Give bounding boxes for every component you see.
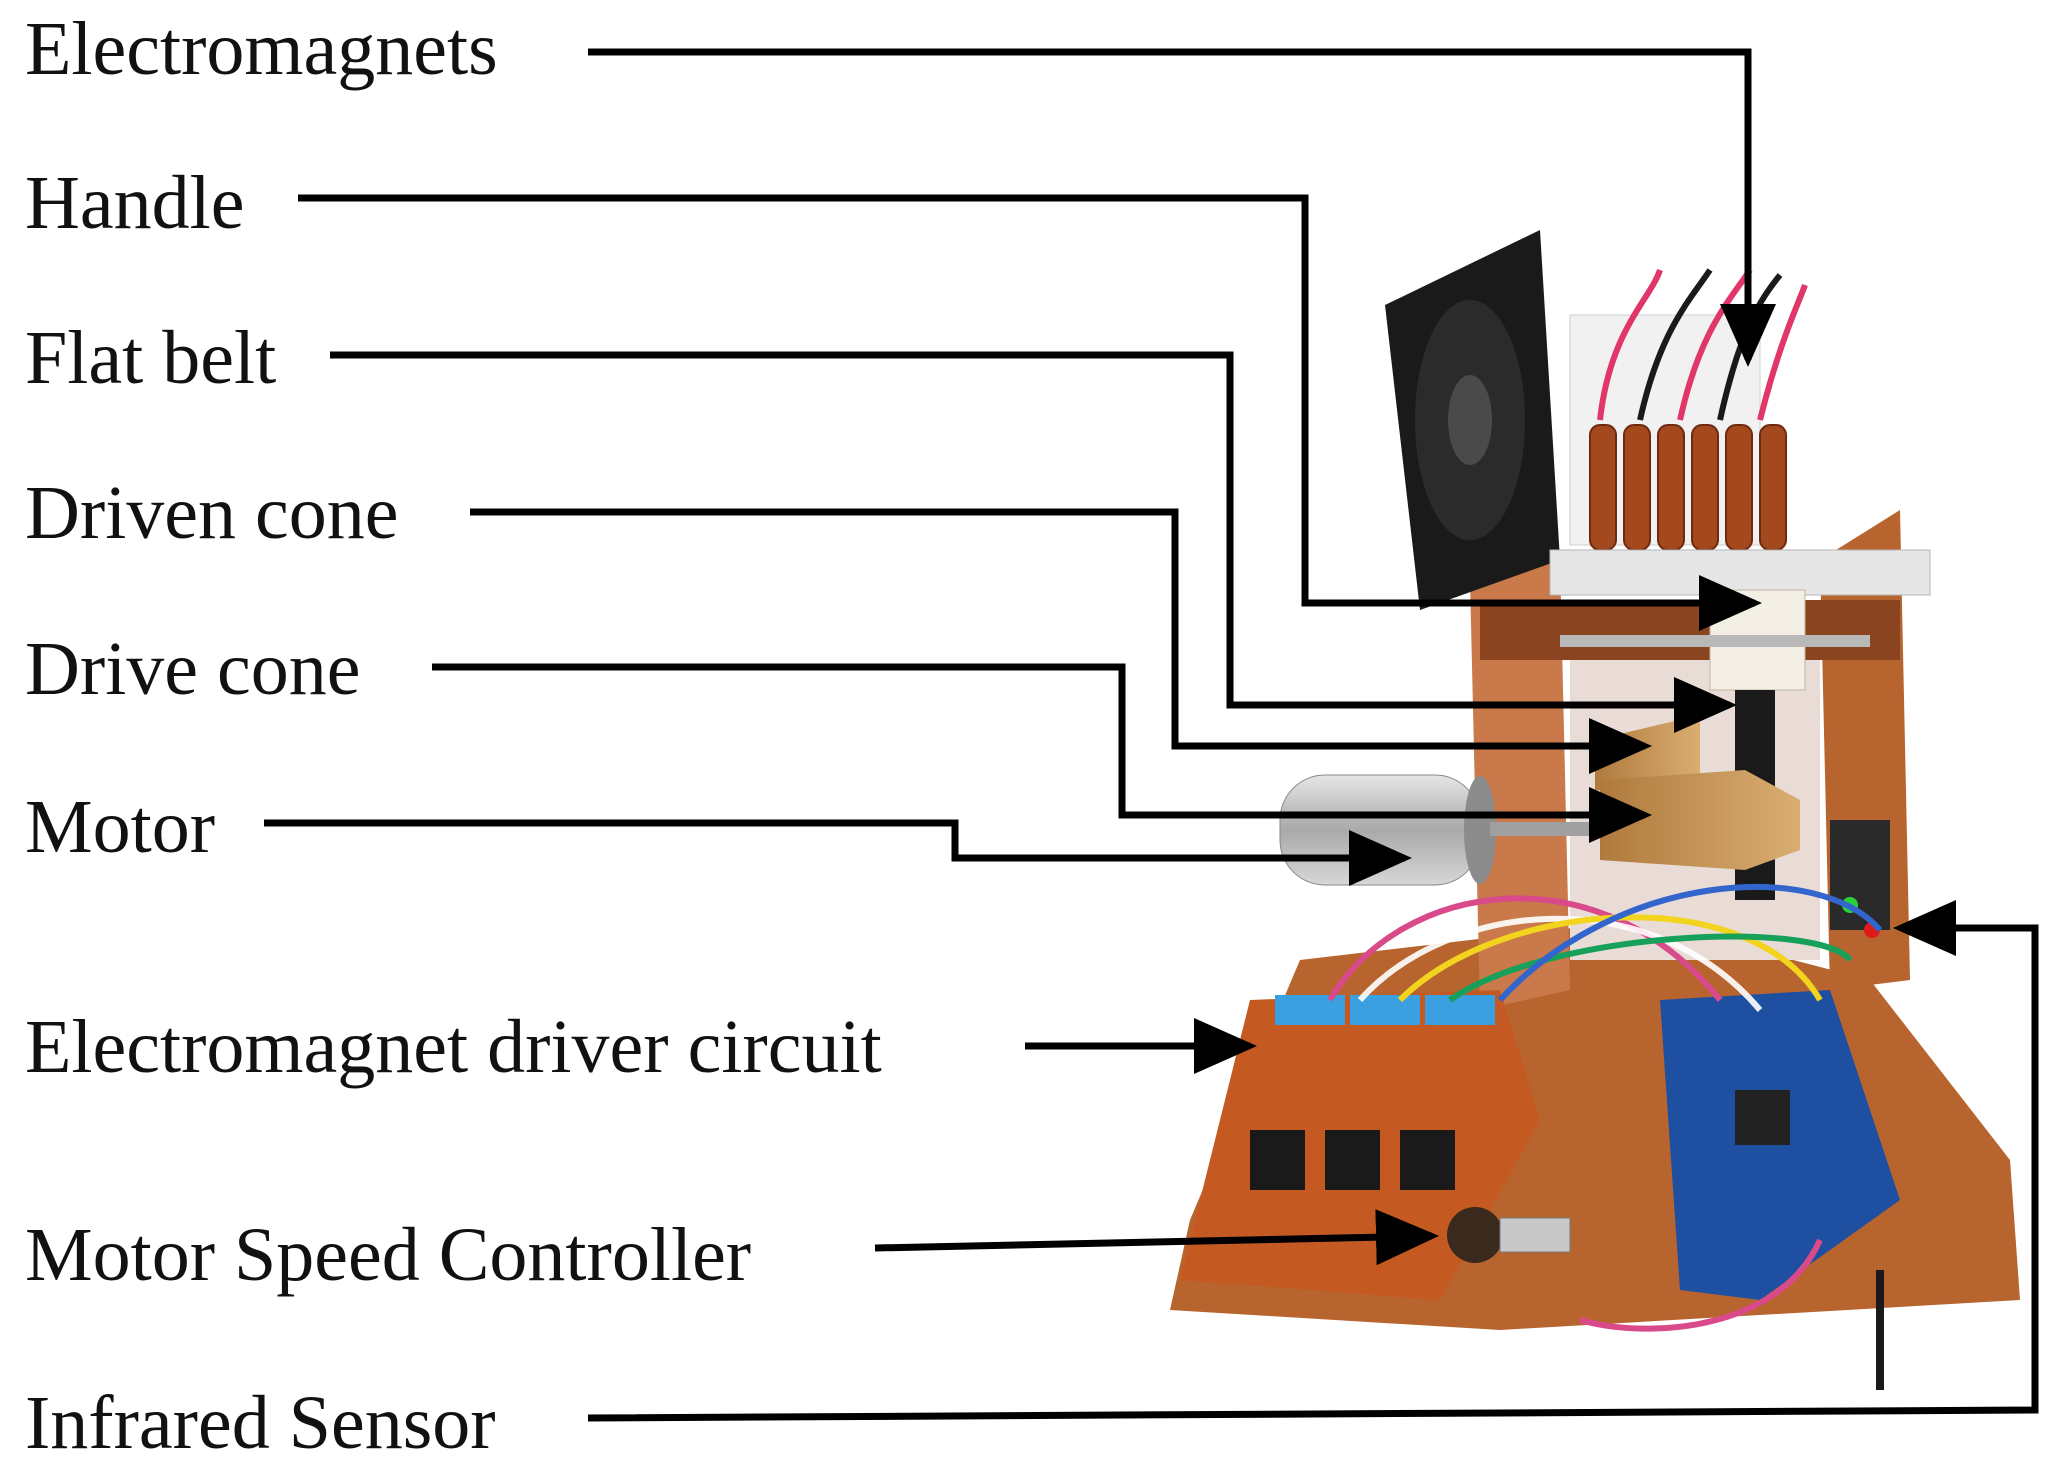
leader-motor-speed-controller [874,1209,1439,1266]
leader-electromagnets [588,48,1776,367]
label-flat-belt: Flat belt [25,316,276,400]
leader-motor [264,819,1412,886]
jumper-wires [1327,883,1884,1390]
drive-cone [1600,770,1800,870]
arduino-chip [1735,1090,1790,1145]
leader-flat-belt [330,351,1737,733]
leader-lines [264,48,2039,1422]
potentiometer [1447,1207,1571,1263]
leader-drive-cone [432,663,1652,843]
label-motor: Motor [25,785,215,869]
label-handle: Handle [25,161,244,245]
label-driven-cone: Driven cone [25,471,399,555]
electromagnet-assembly [1569,268,1808,551]
infrared-sensor-module [1830,820,1890,938]
wooden-frame-top-rail [1480,600,1900,660]
driver-ics [1250,1130,1455,1190]
leader-infrared-sensor [587,900,2039,1422]
labels: Electromagnets Handle Flat belt Driven c… [25,7,882,1465]
label-motor-speed-controller: Motor Speed Controller [25,1213,751,1297]
prototype-photo [1170,230,2020,1390]
leader-handle [298,194,1762,631]
label-drive-cone: Drive cone [25,627,361,711]
handle-rail [1549,549,1931,596]
terminal-blocks [1275,995,1495,1025]
leader-driven-cone [470,508,1652,774]
label-electromagnet-driver-circuit: Electromagnet driver circuit [25,1005,882,1089]
label-infrared-sensor: Infrared Sensor [25,1381,496,1465]
shaft [1560,635,1870,647]
cooling-fan [1385,230,1560,610]
label-electromagnets: Electromagnets [25,7,498,91]
